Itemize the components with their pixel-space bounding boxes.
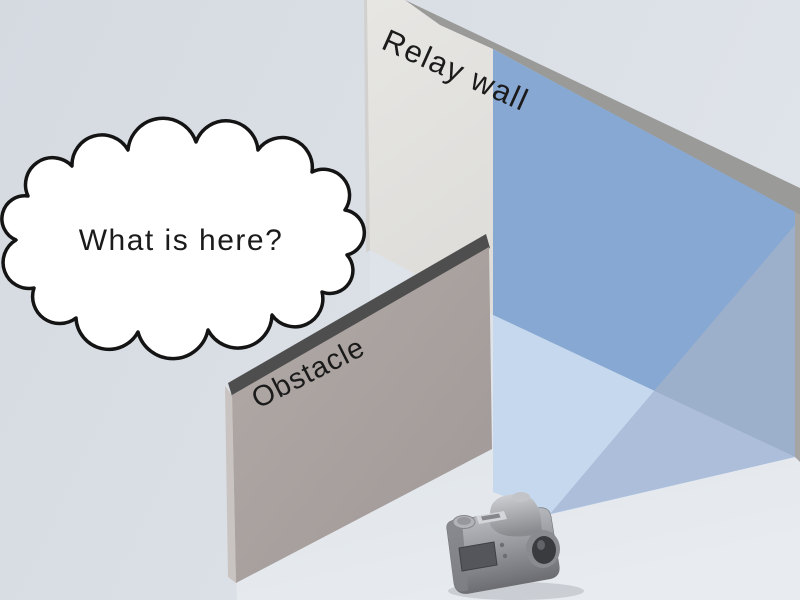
obstacle-top-edge [228, 234, 490, 396]
camera-button-1 [499, 542, 505, 548]
camera-mode-dial-top [457, 517, 471, 525]
fov-right-face-upper [654, 225, 795, 457]
fov-right-face-lower [550, 391, 795, 514]
camera-hot-shoe-slot [481, 513, 501, 521]
relay-wall-face [367, 0, 493, 315]
camera-side-shade [446, 520, 468, 592]
floor-gap-wedge [370, 250, 415, 307]
camera-lens-glint [537, 540, 545, 550]
camera-prism-hump [490, 494, 542, 537]
camera-button-2 [502, 553, 508, 559]
relay-wall-top-edge [405, 0, 800, 215]
thought-bubble: What is here? [0, 116, 367, 361]
relay-wall-right-edge [795, 212, 800, 462]
obstacle-side-edge [225, 386, 236, 583]
camera-lens [532, 536, 556, 564]
camera-hump-top [512, 492, 530, 502]
camera [446, 492, 584, 600]
obstacle-face [232, 247, 492, 583]
thought-bubble-text: What is here? [79, 224, 284, 257]
relay-wall-left-edge [364, 0, 371, 252]
thought-cloud [0, 116, 367, 361]
camera-lcd [458, 541, 498, 572]
